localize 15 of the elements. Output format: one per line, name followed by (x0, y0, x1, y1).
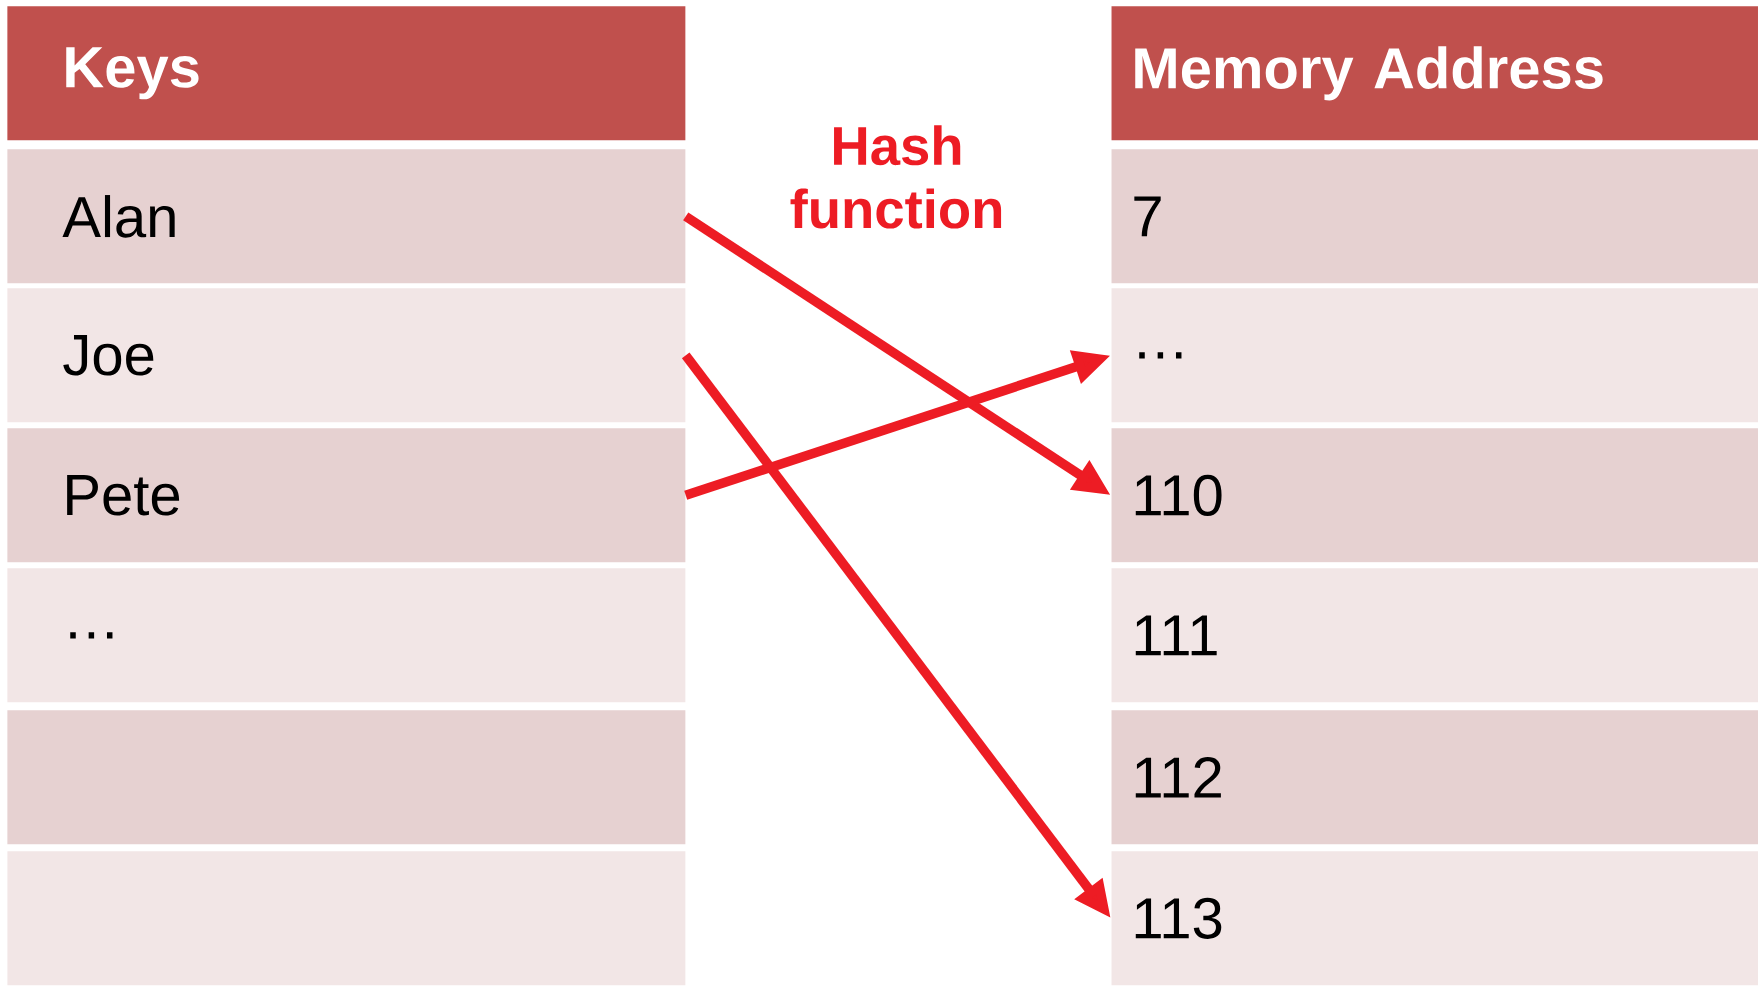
table-cell: … (7, 568, 686, 703)
table-cell: 113 (1111, 851, 1758, 986)
empty-cell (7, 710, 686, 845)
header-cell: Keys (7, 6, 686, 141)
table-cell: … (1111, 288, 1758, 423)
table-cell: 110 (1111, 428, 1758, 563)
table-cell: 111 (1111, 568, 1758, 703)
table-cell: Alan (7, 149, 686, 284)
table-cell: Pete (7, 428, 686, 563)
header-cell: Memory Address (1111, 6, 1758, 141)
table-cell: Joe (7, 288, 686, 423)
table-cell: 7 (1111, 149, 1758, 284)
function-label: Hash function (790, 125, 1002, 229)
empty-cell (7, 851, 686, 986)
table-cell: 112 (1111, 710, 1758, 845)
